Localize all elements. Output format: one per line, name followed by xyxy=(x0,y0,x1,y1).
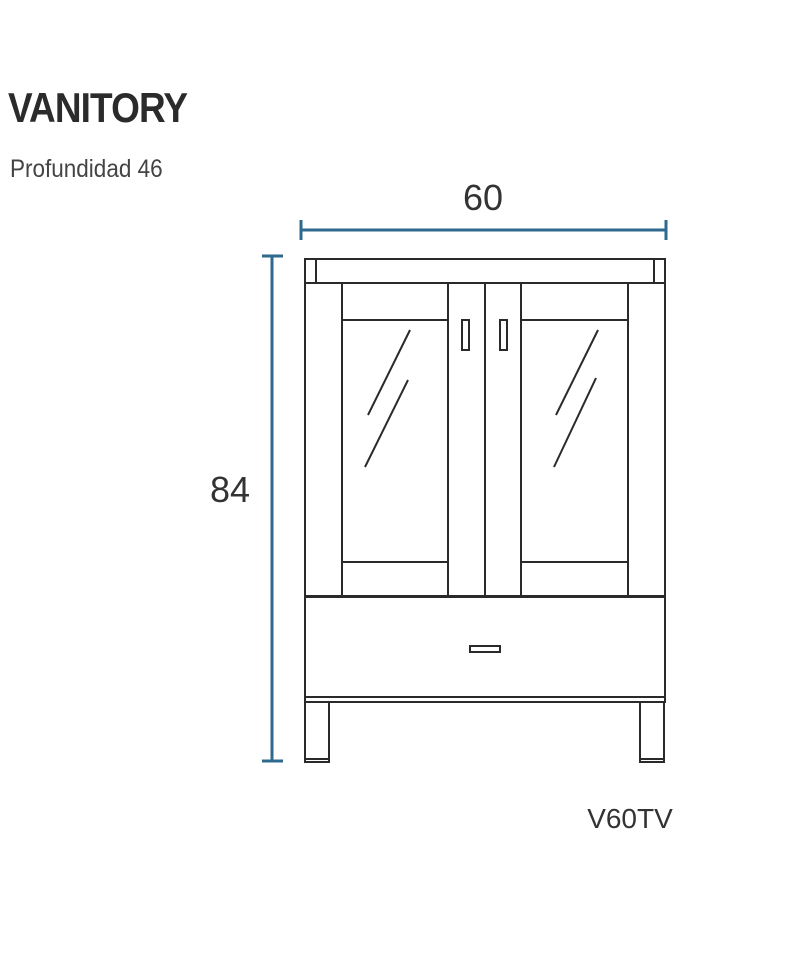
width-label: 60 xyxy=(463,177,503,218)
left-door xyxy=(304,282,486,597)
height-label: 84 xyxy=(210,469,250,510)
base-strip xyxy=(304,696,666,703)
model-code: V60TV xyxy=(587,803,673,834)
door-handle xyxy=(499,319,508,351)
door-handle xyxy=(461,319,470,351)
product-title: VANITORY xyxy=(8,84,188,131)
legs xyxy=(304,701,665,763)
glass-reflection xyxy=(555,329,599,416)
glass-reflection xyxy=(367,329,411,416)
depth-label: Profundidad 46 xyxy=(10,155,163,183)
right-door xyxy=(484,282,666,597)
drawer xyxy=(304,596,666,698)
countertop xyxy=(304,258,666,284)
height-dimension: 84 xyxy=(210,254,283,763)
drawer-handle xyxy=(469,645,501,653)
width-dimension: 60 xyxy=(299,177,668,240)
